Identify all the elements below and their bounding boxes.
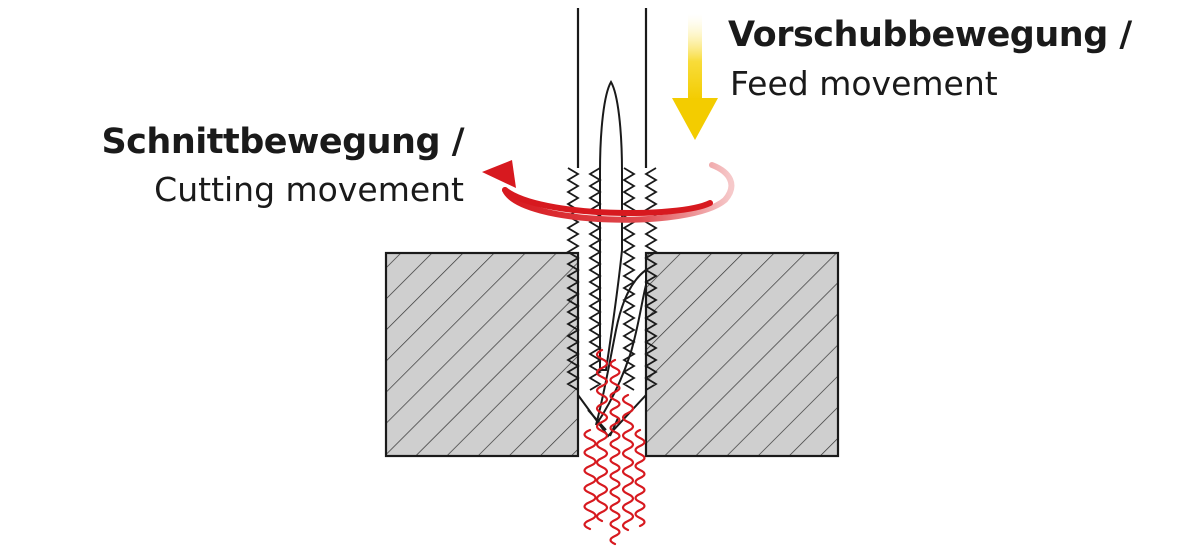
thread-flank — [622, 167, 636, 391]
tap-flute — [595, 80, 647, 426]
rotation-arrow-icon — [482, 160, 735, 223]
thread-flank — [644, 167, 658, 391]
workpiece — [384, 251, 840, 458]
cutting-movement-title: Schnittbewegung / — [101, 122, 464, 162]
feed-movement-title: Vorschubbewegung / — [728, 15, 1132, 55]
feed-movement-subtitle: Feed movement — [730, 64, 998, 103]
thread-flank — [566, 167, 580, 391]
chip-coil — [595, 348, 609, 523]
chip-coil — [621, 393, 635, 532]
chip-coil — [609, 358, 621, 546]
thread-flank — [588, 167, 602, 391]
chip-coil — [583, 428, 597, 531]
tap-threads — [566, 167, 658, 391]
cutting-movement-subtitle: Cutting movement — [154, 170, 464, 209]
tap-shank — [576, 8, 648, 168]
down-arrow-icon — [672, 14, 718, 140]
chip-coil — [634, 428, 646, 528]
chips — [583, 348, 646, 546]
